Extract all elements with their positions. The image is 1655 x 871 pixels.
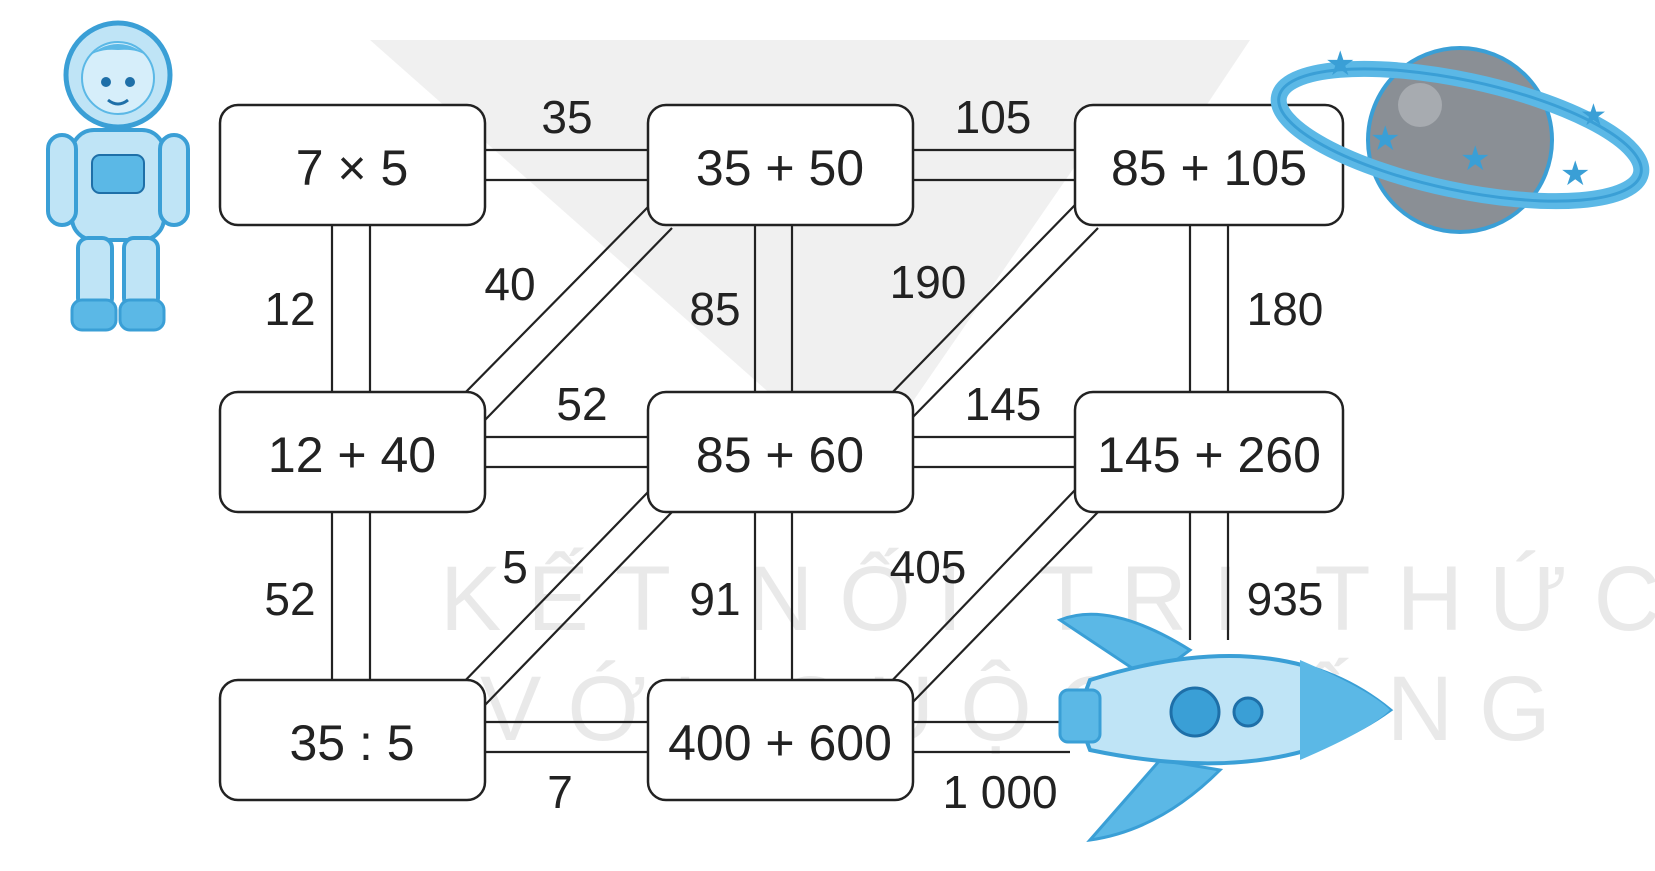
edge-label: 7 [547,766,573,818]
expression-boxes: 7 × 5 35 + 50 85 + 105 12 + 40 85 + 60 1… [218,103,1345,802]
box-85-plus-60-label: 85 + 60 [696,427,864,483]
watermark-logo [370,40,1250,420]
edge-label: 180 [1247,283,1324,335]
watermark-line-2: VỚI CUỘC SỐNG [480,657,1577,760]
box-145-plus-260: 145 + 260 [1073,390,1345,514]
edge-label: 52 [264,573,315,625]
planet-icon: ★ ★ ★ ★ ★ [1270,44,1650,234]
box-400-plus-600: 400 + 600 [646,678,915,802]
rocket-icon [1056,612,1394,843]
edge-label: 145 [965,378,1042,430]
box-12-plus-40: 12 + 40 [218,390,487,514]
svg-text:★: ★ [1370,119,1400,159]
box-145-plus-260-label: 145 + 260 [1097,427,1321,483]
edge-labels: 35 105 12 40 85 190 180 52 145 52 5 91 4… [264,91,1323,818]
edge-label: 40 [484,258,535,310]
box-35-plus-50: 35 + 50 [646,103,915,227]
svg-text:★: ★ [1560,154,1590,194]
box-85-plus-60: 85 + 60 [646,390,915,514]
edge-label: 91 [689,573,740,625]
edge-label: 105 [955,91,1032,143]
edge-label: 35 [541,91,592,143]
edge-label: 405 [890,541,967,593]
edge-label: 1 000 [942,766,1057,818]
box-12-plus-40-label: 12 + 40 [268,427,436,483]
box-7x5: 7 × 5 [218,103,487,227]
edge-label: 5 [502,541,528,593]
edge-label: 935 [1247,573,1324,625]
box-7x5-label: 7 × 5 [296,140,409,196]
svg-text:★: ★ [1460,139,1490,179]
box-400-plus-600-label: 400 + 600 [668,715,892,771]
svg-text:★: ★ [1325,44,1355,84]
svg-text:★: ★ [1580,98,1607,133]
box-85-plus-105: 85 + 105 [1073,103,1345,227]
edge-label: 12 [264,283,315,335]
box-85-plus-105-label: 85 + 105 [1111,140,1307,196]
astronaut-icon [46,20,190,332]
box-35-div-5-label: 35 : 5 [289,715,414,771]
edge-label: 190 [890,256,967,308]
edge-label: 52 [556,378,607,430]
edge-label: 85 [689,283,740,335]
paths [330,148,1230,754]
box-35-plus-50-label: 35 + 50 [696,140,864,196]
box-35-div-5: 35 : 5 [218,678,487,802]
